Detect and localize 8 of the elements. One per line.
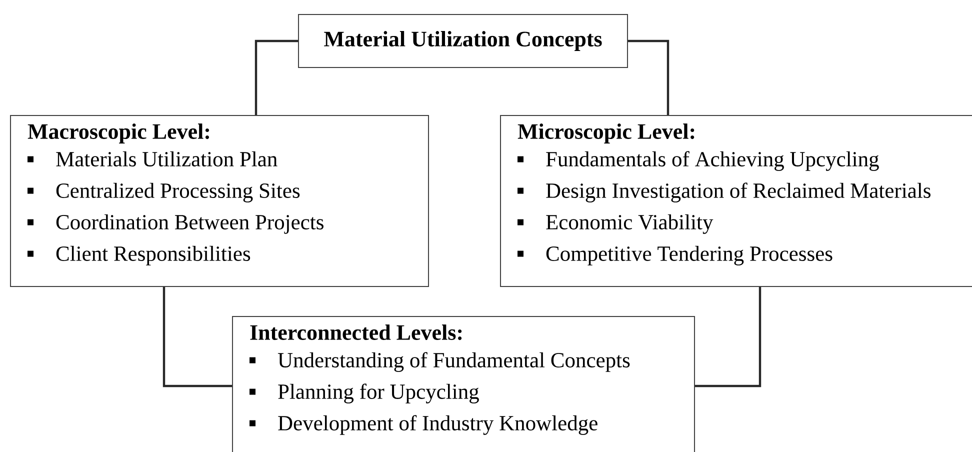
level-box: Microscopic Level: Fundamentals of Achieving Upcycling Design Investigation of Reclaimed Materials Economic Viability Competitive Tendering Processes xyxy=(500,115,972,287)
level-box: Macroscopic Level: Materials Utilization Plan Centralized Processing Sites Coordination Between Projects Client Responsibilities xyxy=(10,115,429,287)
connector-line xyxy=(628,40,670,115)
connector-line xyxy=(162,287,232,388)
connector-line xyxy=(695,287,762,388)
level-box: Interconnected Levels: Understanding of Fundamental Concepts Planning for Upcycling Development of Industry Knowledge xyxy=(232,316,695,452)
title-box: Material Utilization Concepts xyxy=(298,14,628,68)
connector-line xyxy=(254,40,298,115)
